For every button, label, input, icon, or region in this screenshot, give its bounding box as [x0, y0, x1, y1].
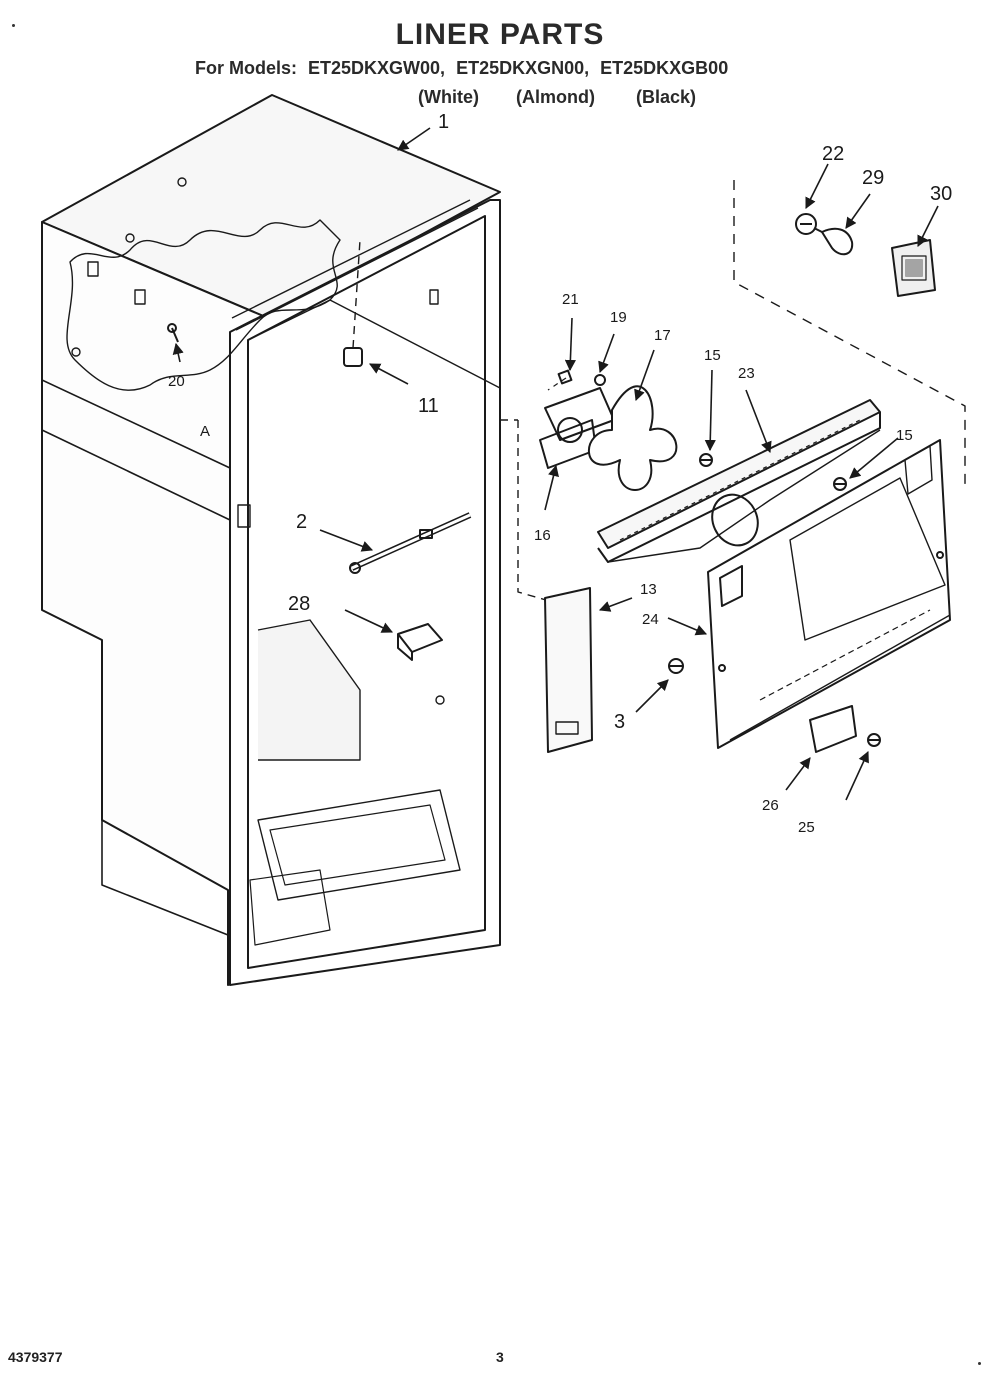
callout-15-upper: 15 [704, 347, 721, 364]
callout-16: 16 [534, 527, 551, 544]
liner-cabinet [41, 94, 501, 986]
part-2-harness [349, 512, 472, 574]
part-24-cover-panel [707, 439, 951, 749]
callout-a: A [200, 423, 210, 440]
page-number: 3 [496, 1349, 504, 1365]
color-almond: (Almond) [516, 87, 595, 107]
callout-21: 21 [562, 291, 579, 308]
callout-26: 26 [762, 797, 779, 814]
callout-2: 2 [296, 511, 307, 533]
callout-17: 17 [654, 327, 671, 344]
part-28-cover [397, 623, 443, 661]
corner-mark [978, 1362, 981, 1365]
model-white: ET25DKXGW00, [308, 58, 446, 78]
model-black: ET25DKXGB00 [600, 58, 729, 78]
callout-25: 25 [798, 819, 815, 836]
callout-30: 30 [930, 183, 952, 205]
callout-29: 29 [862, 167, 884, 189]
document-number: 4379377 [8, 1349, 63, 1365]
leader-lines [172, 127, 939, 801]
model-list: For Models: ET25DKXGW00, ET25DKXGN00, ET… [195, 58, 734, 79]
callout-3: 3 [614, 711, 625, 733]
color-white: (White) [418, 87, 479, 107]
part-23-grille [597, 399, 881, 563]
callout-19: 19 [610, 309, 627, 326]
callout-24: 24 [642, 611, 659, 628]
part-15-screws [699, 453, 847, 491]
corner-mark [12, 24, 15, 27]
light-assembly [733, 180, 966, 490]
callout-20: 20 [168, 373, 185, 390]
callout-23: 23 [738, 365, 755, 382]
part-13-duct [500, 419, 593, 753]
callout-28: 28 [288, 593, 310, 615]
part-26-plate [809, 705, 881, 753]
callout-22: 22 [822, 143, 844, 165]
fan-motor-assembly [539, 369, 678, 491]
callout-labels: 1 2 3 11 13 15 15 16 17 19 20 21 22 23 2… [168, 111, 952, 836]
page-title: LINER PARTS [395, 18, 605, 51]
callout-15-lower: 15 [896, 427, 913, 444]
for-models-label: For Models: [195, 58, 297, 78]
callout-1: 1 [438, 111, 449, 133]
part-20-screw [167, 323, 179, 343]
callout-13: 13 [640, 581, 657, 598]
color-black: (Black) [636, 87, 697, 107]
model-almond: ET25DKXGN00, [456, 58, 590, 78]
part-3-clip [668, 658, 684, 674]
part-11-clip [343, 239, 363, 367]
callout-11: 11 [418, 395, 439, 417]
